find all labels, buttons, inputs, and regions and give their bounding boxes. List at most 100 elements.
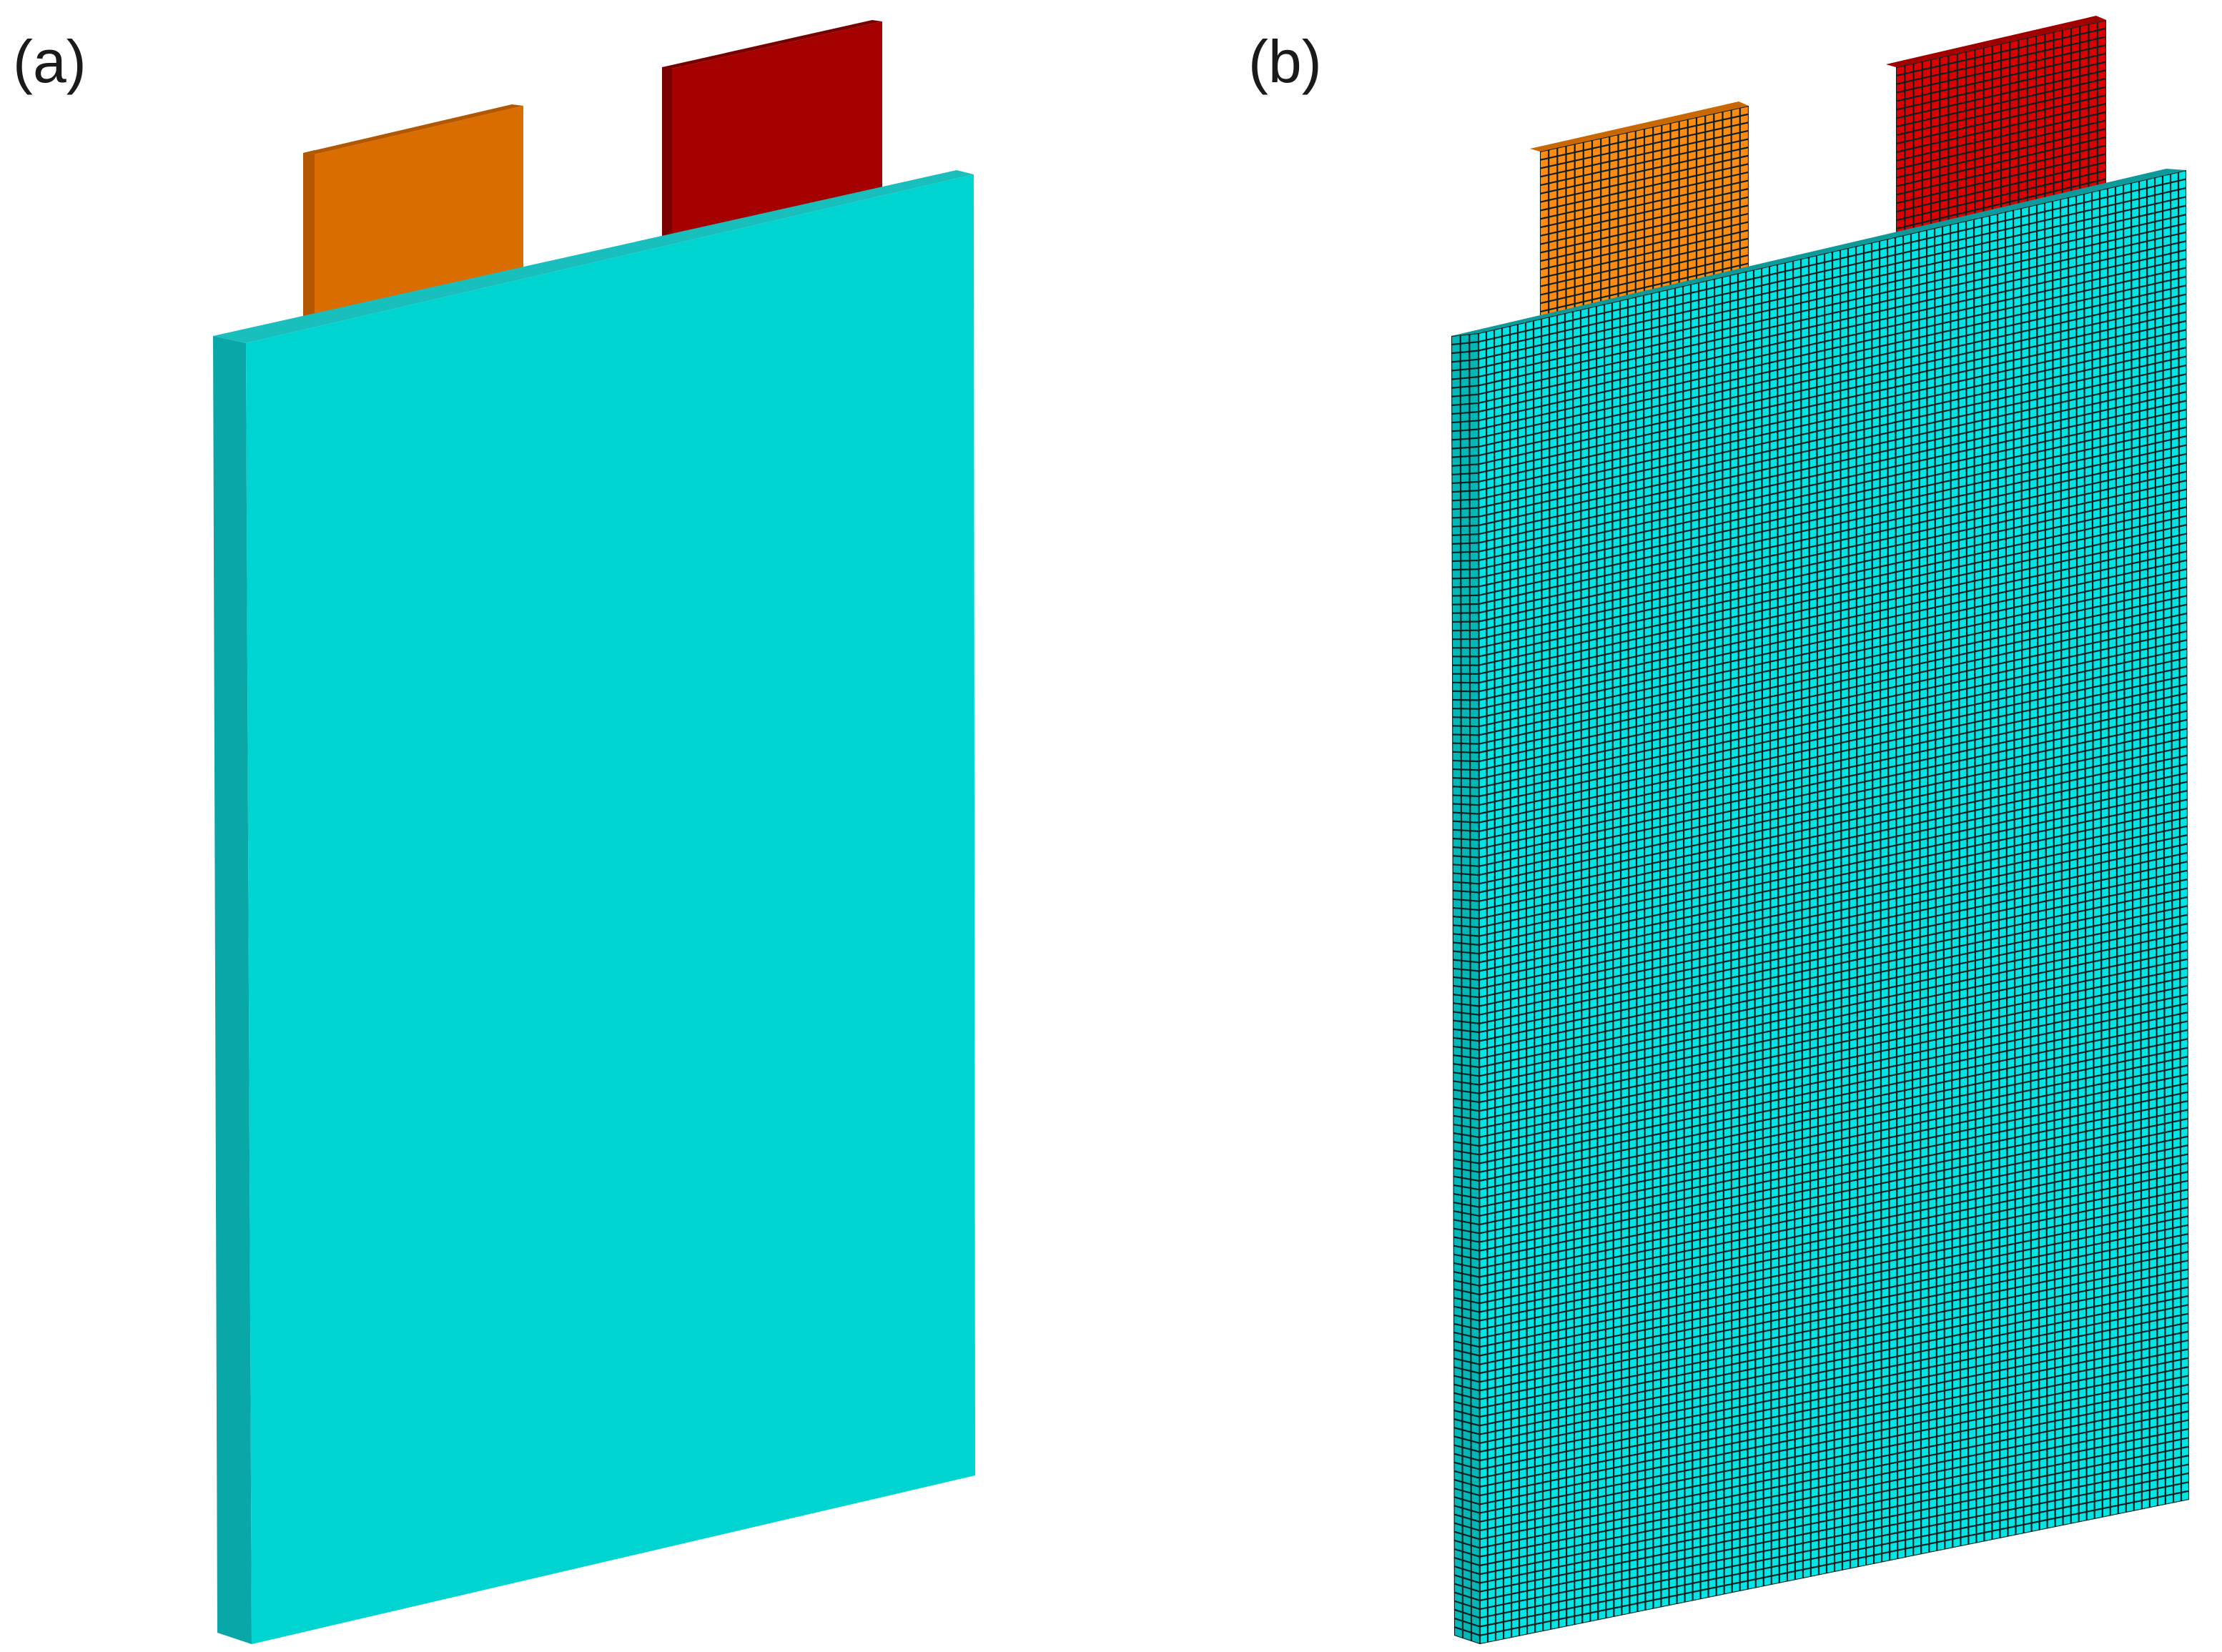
- mesh-line: [1453, 1574, 1480, 1584]
- mesh-line: [1452, 1011, 1480, 1016]
- mesh-line: [1478, 249, 2187, 413]
- mesh-line: [1451, 542, 1479, 545]
- mesh-line: [1478, 816, 2188, 972]
- mesh-line: [1896, 69, 2106, 119]
- mesh-line: [1479, 1490, 2189, 1636]
- mesh-line: [1478, 878, 2188, 1034]
- mesh-line: [1453, 1184, 1480, 1191]
- mesh-line: [1896, 27, 2106, 76]
- mesh-line: [1453, 1270, 1480, 1278]
- mesh-line: [1478, 861, 2188, 1016]
- panel-b-tab-left: [1530, 102, 1749, 320]
- mesh-line: [1478, 603, 2188, 763]
- mesh-line: [1451, 437, 1479, 441]
- mesh-line: [1452, 811, 1479, 815]
- mesh-line: [1478, 497, 2188, 658]
- mesh-line: [1896, 119, 2106, 170]
- mesh-line: [1478, 452, 2188, 614]
- mesh-line: [1479, 1375, 2189, 1523]
- mesh-line: [1478, 178, 2187, 343]
- mesh-line: [1478, 994, 2188, 1147]
- mesh-line: [1479, 1365, 2189, 1514]
- mesh-line: [1478, 337, 2187, 500]
- mesh-line: [1479, 1135, 2189, 1287]
- mesh-line: [1478, 887, 2188, 1042]
- mesh-line: [1479, 1393, 2189, 1540]
- mesh-line: [1453, 1548, 1480, 1558]
- mesh-line: [1479, 1419, 2189, 1567]
- mesh-line: [1479, 1099, 2189, 1252]
- tab-left-side: [303, 150, 315, 323]
- mesh-line: [1452, 994, 1480, 999]
- mesh-line: [1478, 320, 2187, 483]
- mesh-line: [1478, 400, 2187, 561]
- mesh-line: [1453, 1314, 1480, 1322]
- mesh-line: [1478, 257, 2187, 422]
- mesh-line: [1453, 1123, 1480, 1129]
- mesh-line: [1540, 246, 1749, 296]
- mesh-line: [1451, 341, 1479, 346]
- mesh-line: [1479, 1197, 2189, 1348]
- mesh-line: [1478, 718, 2188, 876]
- mesh-line: [1452, 846, 1479, 850]
- mesh-line: [1452, 924, 1479, 929]
- mesh-line: [1478, 976, 2188, 1129]
- mesh-line: [1452, 742, 1479, 745]
- mesh-line: [1540, 163, 1749, 212]
- mesh-line: [1451, 490, 1479, 493]
- panel-b-tab-right: [1886, 16, 2106, 237]
- mesh-line: [1478, 222, 2187, 387]
- panel-a-tab-left: [303, 104, 523, 323]
- mesh-line: [1478, 462, 2188, 623]
- mesh-line: [1453, 1054, 1480, 1059]
- mesh-line: [1453, 1357, 1480, 1365]
- mesh-line: [1453, 1149, 1480, 1156]
- mesh-line: [1453, 1409, 1480, 1418]
- mesh-line: [1453, 1522, 1480, 1532]
- mesh-line: [1479, 1082, 2188, 1235]
- mesh-line: [1479, 1215, 2189, 1365]
- mesh-line: [1453, 1375, 1480, 1383]
- mesh-line: [1896, 20, 2106, 69]
- mesh-line: [1451, 507, 1479, 510]
- mesh-line: [1478, 293, 2187, 457]
- mesh-line: [1479, 1232, 2189, 1383]
- mesh-line: [1540, 204, 1749, 254]
- mesh-line: [1478, 656, 2188, 815]
- mesh-line: [1478, 922, 2188, 1077]
- mesh-line: [1452, 716, 1479, 719]
- mesh-line: [1478, 479, 2188, 640]
- mesh-line: [1479, 1206, 2189, 1357]
- mesh-line: [1453, 1461, 1480, 1470]
- mesh-line: [1896, 102, 2106, 154]
- mesh-line: [1896, 153, 2106, 204]
- mesh-line: [1453, 1063, 1480, 1069]
- mesh-line: [1479, 1321, 2189, 1470]
- mesh-line: [1479, 1091, 2189, 1243]
- mesh-line: [1479, 1481, 2189, 1628]
- mesh-line: [1453, 1565, 1480, 1576]
- mesh-line: [1479, 1117, 2189, 1270]
- mesh-line: [1478, 488, 2188, 649]
- mesh-line: [1479, 1454, 2189, 1601]
- mesh-line: [1451, 559, 1479, 563]
- panel-a-cell-body: [213, 170, 975, 1644]
- mesh-line: [1478, 435, 2188, 596]
- mesh-line: [1453, 1158, 1480, 1164]
- mesh-line: [1453, 1045, 1480, 1051]
- mesh-line: [1451, 410, 1479, 415]
- mesh-line: [1451, 420, 1479, 424]
- mesh-line: [1478, 390, 2187, 553]
- tab-left-top: [303, 104, 523, 154]
- mesh-line: [1452, 786, 1479, 788]
- mesh-line: [1478, 426, 2188, 588]
- mesh-line: [1452, 959, 1480, 964]
- mesh-line: [1896, 178, 2106, 230]
- mesh-line: [1896, 36, 2106, 85]
- mesh-line: [1451, 472, 1479, 475]
- mesh-line: [1540, 212, 1749, 262]
- mesh-line: [1452, 751, 1479, 753]
- mesh-line: [1453, 1470, 1480, 1479]
- mesh-line: [1540, 113, 1749, 161]
- mesh-line: [1478, 984, 2188, 1138]
